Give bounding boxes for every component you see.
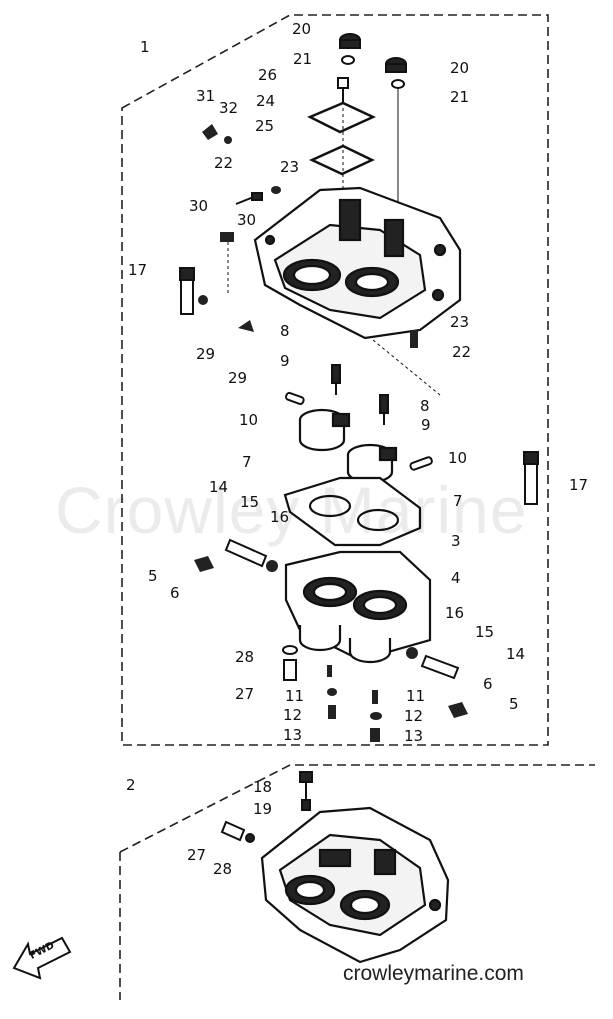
callout-17: 17 [128, 261, 148, 279]
needle-valve-8-right [379, 394, 389, 425]
screw-27-lower [220, 820, 255, 843]
callout-22: 22 [452, 343, 472, 361]
callout-30: 30 [237, 211, 257, 229]
callout-21: 21 [293, 50, 313, 68]
callout-14: 14 [506, 645, 526, 663]
float-pin-7-right [409, 456, 433, 471]
upper-carburetor-body [253, 186, 462, 340]
callout-6: 6 [170, 584, 180, 602]
lower-carburetor-body [260, 806, 450, 964]
callout-16: 16 [270, 508, 290, 526]
float-pin-7-left [285, 391, 305, 405]
callout-30: 30 [189, 197, 209, 215]
callout-27: 27 [187, 846, 207, 864]
plug-29-upper [198, 295, 208, 305]
needle-valve-8-left [331, 364, 341, 395]
main-jet-11-12-13-left [327, 665, 337, 719]
callout-15: 15 [240, 493, 260, 511]
callout-17: 17 [569, 476, 589, 494]
callout-15: 15 [475, 623, 495, 641]
plug-5-left [194, 556, 214, 572]
main-jet-11-12-13-right [370, 690, 382, 742]
spring-15-left [266, 560, 278, 572]
spring-15-right [406, 647, 418, 659]
callout-5: 5 [509, 695, 519, 713]
callout-32: 32 [219, 99, 239, 117]
plug-22 [271, 186, 281, 194]
cover-plate-24 [307, 101, 376, 134]
float-chamber-gasket-3 [283, 476, 422, 547]
website-url: crowleymarine.com [343, 962, 524, 985]
lower-assembly-outline [119, 764, 595, 853]
callout-16: 16 [445, 604, 465, 622]
callout-4: 4 [451, 569, 461, 587]
callout-20: 20 [450, 59, 470, 77]
callout-23: 23 [450, 313, 470, 331]
callout-28: 28 [235, 648, 255, 666]
callout-18: 18 [253, 778, 273, 796]
callout-13: 13 [283, 726, 303, 744]
watermark: Crowley Marine [55, 473, 528, 547]
assembly-label-1: 1 [140, 38, 150, 56]
callout-9: 9 [421, 416, 431, 434]
pilot-screw-14-right [420, 654, 460, 680]
callout-10: 10 [239, 411, 259, 429]
callout-21: 21 [450, 88, 470, 106]
screw-17-right [523, 451, 539, 505]
washer-32 [224, 136, 232, 144]
callout-22: 22 [214, 154, 234, 172]
float-chamber-body-4 [284, 550, 432, 664]
screw-30 [235, 192, 263, 205]
pin-30 [220, 232, 234, 242]
screw-18 [299, 771, 313, 811]
plug-cap-20-left [339, 33, 361, 65]
callout-24: 24 [256, 92, 276, 110]
screw-23-right [410, 330, 418, 348]
callout-7: 7 [242, 453, 252, 471]
callout-26: 26 [258, 66, 278, 84]
screw-17-left [179, 267, 195, 315]
callout-23: 23 [280, 158, 300, 176]
callout-19: 19 [253, 800, 273, 818]
fwd-arrow-icon [12, 936, 72, 980]
callout-28: 28 [213, 860, 233, 878]
callout-9: 9 [280, 352, 290, 370]
callout-3: 3 [451, 532, 461, 550]
float-10-left [298, 408, 351, 452]
callout-12: 12 [404, 707, 424, 725]
screw-31 [202, 124, 218, 140]
plug-cap-20-right [385, 57, 407, 89]
pilot-screw-14-left [224, 538, 268, 568]
callout-8: 8 [280, 322, 290, 340]
callout-8: 8 [420, 397, 430, 415]
float-10-right [346, 443, 398, 484]
callout-10: 10 [448, 449, 468, 467]
screw-28-upper [282, 645, 298, 681]
callout-29: 29 [228, 369, 248, 387]
callout-13: 13 [404, 727, 424, 745]
callout-7: 7 [453, 492, 463, 510]
callout-20: 20 [292, 20, 312, 38]
assembly-label-2: 2 [126, 776, 136, 794]
plug-5-right [448, 702, 468, 718]
callout-31: 31 [196, 87, 216, 105]
upper-assembly-outline [121, 14, 549, 746]
callout-5: 5 [148, 567, 158, 585]
callout-6: 6 [483, 675, 493, 693]
callout-25: 25 [255, 117, 275, 135]
plug-29-lower [238, 320, 254, 332]
callout-29: 29 [196, 345, 216, 363]
callout-27: 27 [235, 685, 255, 703]
callout-12: 12 [283, 706, 303, 724]
callout-11: 11 [406, 687, 426, 705]
callout-11: 11 [285, 687, 305, 705]
gasket-25 [309, 144, 375, 176]
callout-14: 14 [209, 478, 229, 496]
